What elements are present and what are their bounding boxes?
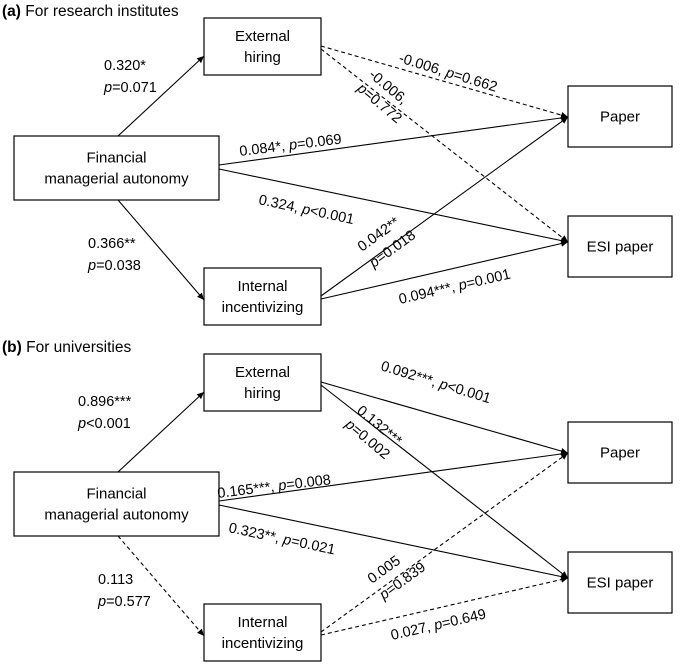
edge-auto-paper-solid bbox=[218, 114, 569, 166]
coef-label-auto-esi: 0.324, p<0.001 bbox=[257, 192, 355, 228]
panel-title-text: For universities bbox=[22, 339, 132, 356]
coef-label-auto-incent: 0.113 p=0.577 bbox=[97, 572, 151, 610]
coef-text: 0.084*, p=0.069 bbox=[239, 132, 343, 160]
coef-text: p<0.001 bbox=[77, 416, 131, 432]
node-label: managerial autonomy bbox=[44, 507, 189, 524]
edge-hiring-esi-solid bbox=[320, 384, 569, 579]
node-label: hiring bbox=[244, 385, 281, 402]
coef-text: 0.092***, p<0.001 bbox=[379, 359, 493, 408]
coef-text: 0.094***, p=0.001 bbox=[397, 267, 512, 308]
coef-label-auto-paper: 0.084*, p=0.069 bbox=[239, 132, 343, 160]
edge-incent-esi-dashed bbox=[320, 576, 569, 636]
node-box bbox=[203, 17, 322, 76]
node-label: Internal bbox=[237, 278, 287, 295]
panel-title-text: For research institutes bbox=[21, 3, 179, 20]
node-label: Paper bbox=[600, 109, 640, 126]
panel-title: (b) For universities bbox=[2, 339, 131, 356]
coef-text: 0.896*** bbox=[78, 394, 132, 410]
node-incentivizing: Internal incentivizing bbox=[203, 603, 322, 662]
node-hiring: External hiring bbox=[203, 353, 322, 412]
panel-title-letter: (b) bbox=[2, 339, 22, 356]
coef-text: p=0.038 bbox=[87, 258, 141, 274]
edge-incent-esi-solid bbox=[320, 240, 569, 300]
coef-text: p=0.071 bbox=[103, 80, 157, 96]
coef-text: 0.324, p<0.001 bbox=[257, 192, 355, 228]
node-box bbox=[567, 215, 673, 278]
node-box bbox=[567, 85, 673, 148]
node-box bbox=[13, 471, 220, 537]
edge-hiring-esi-dashed bbox=[320, 48, 569, 243]
edge-hiring-paper-dashed bbox=[320, 45, 569, 119]
node-esi: ESI paper bbox=[567, 215, 673, 278]
node-box bbox=[567, 421, 673, 484]
node-label: incentivizing bbox=[222, 635, 304, 652]
coef-label-hiring-paper: -0.006, p=0.662 bbox=[397, 51, 499, 96]
node-label: ESI paper bbox=[587, 575, 654, 592]
node-incentivizing: Internal incentivizing bbox=[203, 267, 322, 326]
coef-text: p=0.577 bbox=[97, 594, 151, 610]
coef-label-auto-incent: 0.366** p=0.038 bbox=[87, 236, 141, 274]
node-paper: Paper bbox=[567, 85, 673, 148]
node-box bbox=[13, 135, 220, 201]
coef-text: 0.027, p=0.649 bbox=[389, 606, 487, 643]
node-esi: ESI paper bbox=[567, 551, 673, 614]
coef-text: -0.006, p=0.662 bbox=[397, 51, 499, 96]
coef-label-incent-paper: 0.042**p=0.018 bbox=[355, 214, 419, 272]
edge-incent-paper-solid bbox=[320, 116, 569, 297]
node-label: hiring bbox=[244, 49, 281, 66]
edge-auto-incent-dashed bbox=[117, 535, 205, 637]
panel-title: (a) For research institutes bbox=[2, 3, 179, 20]
coef-label-hiring-esi: 0.132***p=0.002 bbox=[341, 403, 405, 463]
node-label: ESI paper bbox=[587, 239, 654, 256]
node-autonomy: Financial managerial autonomy bbox=[13, 471, 220, 537]
coef-text: 0.165***, p=0.008 bbox=[217, 472, 332, 502]
coef-text: 0.366** bbox=[88, 236, 136, 252]
node-box bbox=[203, 603, 322, 662]
node-label: Financial bbox=[86, 486, 146, 503]
edge-auto-esi-solid bbox=[218, 168, 569, 244]
node-label: Paper bbox=[600, 445, 640, 462]
coef-label-auto-hiring: 0.896*** p<0.001 bbox=[77, 394, 132, 432]
node-box bbox=[203, 353, 322, 412]
edge-auto-hiring-solid bbox=[117, 391, 205, 473]
node-label: Internal bbox=[237, 614, 287, 631]
edge-incent-paper-dashed bbox=[320, 452, 569, 633]
node-label: Financial bbox=[86, 150, 146, 167]
node-paper: Paper bbox=[567, 421, 673, 484]
node-label: managerial autonomy bbox=[44, 171, 189, 188]
coef-label-hiring-esi: -0.006,p=0.772 bbox=[353, 67, 410, 127]
node-label: incentivizing bbox=[222, 299, 304, 316]
edge-auto-esi-solid bbox=[218, 504, 569, 580]
coef-text: 0.320* bbox=[104, 58, 146, 74]
edge-hiring-paper-solid bbox=[320, 381, 569, 455]
node-label: External bbox=[235, 28, 290, 45]
node-hiring: External hiring bbox=[203, 17, 322, 76]
edge-auto-hiring-solid bbox=[117, 55, 205, 137]
edge-auto-paper-solid bbox=[218, 450, 569, 502]
node-autonomy: Financial managerial autonomy bbox=[13, 135, 220, 201]
node-box bbox=[203, 267, 322, 326]
edge-auto-incent-solid bbox=[117, 199, 205, 301]
panel-title-letter: (a) bbox=[2, 3, 21, 20]
coef-label-hiring-paper: 0.092***, p<0.001 bbox=[379, 359, 493, 408]
coef-label-auto-paper: 0.165***, p=0.008 bbox=[217, 472, 332, 502]
coef-label-auto-hiring: 0.320* p=0.071 bbox=[103, 58, 157, 96]
coef-text: 0.113 bbox=[98, 572, 133, 588]
coef-label-incent-esi: 0.094***, p=0.001 bbox=[397, 267, 512, 308]
node-label: External bbox=[235, 364, 290, 381]
coef-label-incent-esi: 0.027, p=0.649 bbox=[389, 606, 487, 643]
node-box bbox=[567, 551, 673, 614]
